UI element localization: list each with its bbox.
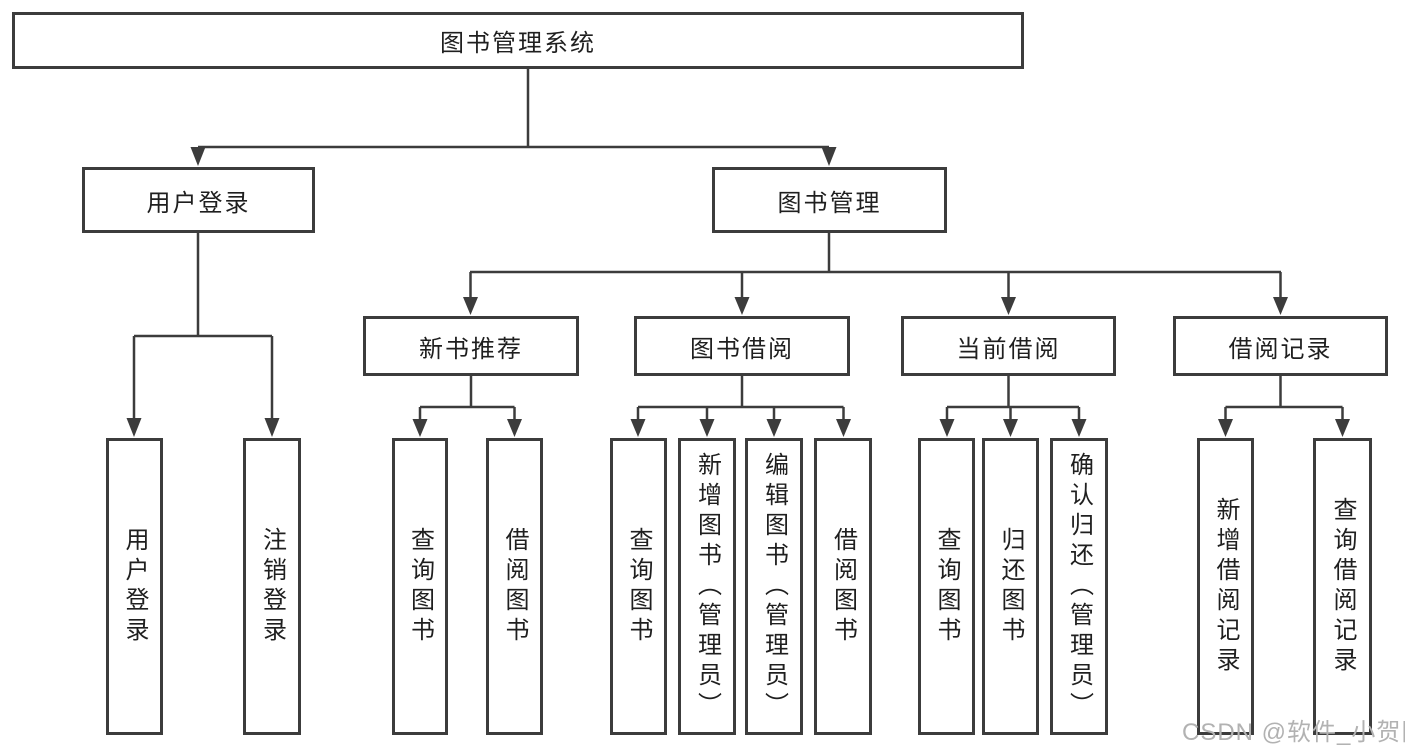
leaf-logout-label: 注销登录 xyxy=(258,526,286,647)
leaf-confirm-return-admin: 确认归还（管理员） xyxy=(1050,438,1108,735)
node-borrow-records-label: 借阅记录 xyxy=(1228,335,1333,363)
connector-book-borrow xyxy=(636,376,845,419)
leaf-recommend-query-book: 查询图书 xyxy=(392,438,448,735)
leaf-current-query-book: 查询图书 xyxy=(918,438,975,735)
csdn-watermark: CSDN @软件_小贺同学 xyxy=(1182,719,1405,746)
leaf-borrow-book-label: 借阅图书 xyxy=(829,526,857,647)
connector-root xyxy=(198,69,829,149)
node-book-management-label: 图书管理 xyxy=(777,189,882,217)
node-book-borrow-label: 图书借阅 xyxy=(690,335,794,363)
arrowheads-user-login xyxy=(126,418,280,437)
connector-user-login xyxy=(132,233,274,418)
node-book-management: 图书管理 xyxy=(712,167,947,233)
leaf-return-book-label: 归还图书 xyxy=(997,526,1024,647)
arrowheads-borrow-records xyxy=(1218,419,1350,437)
leaf-query-borrow-record-label: 查询借阅记录 xyxy=(1329,496,1356,677)
leaf-recommend-query-book-label: 查询图书 xyxy=(406,526,434,647)
leaf-user-login-label: 用户登录 xyxy=(121,526,148,647)
leaf-borrow-query-book: 查询图书 xyxy=(610,438,667,735)
connector-borrow-records xyxy=(1224,376,1344,419)
leaf-add-book-admin: 新增图书（管理员） xyxy=(678,438,736,735)
arrowheads-new-book-recommend xyxy=(412,419,522,437)
arrowheads-book-borrow xyxy=(630,419,851,437)
node-current-borrow: 当前借阅 xyxy=(901,316,1116,376)
node-book-borrow: 图书借阅 xyxy=(634,316,850,376)
node-user-login: 用户登录 xyxy=(82,167,315,233)
node-user-login-label: 用户登录 xyxy=(146,189,251,217)
leaf-add-borrow-record-label: 新增借阅记录 xyxy=(1212,496,1239,677)
leaf-edit-book-admin: 编辑图书（管理员） xyxy=(745,438,803,735)
leaf-recommend-borrow-book-label: 借阅图书 xyxy=(501,526,528,647)
arrowheads-current-borrow xyxy=(939,419,1087,437)
leaf-edit-book-admin-label: 编辑图书（管理员） xyxy=(760,451,788,722)
arrowheads-book-management xyxy=(463,297,1288,315)
node-current-borrow-label: 当前借阅 xyxy=(956,335,1061,363)
node-root-label: 图书管理系统 xyxy=(440,30,596,57)
connector-current-borrow xyxy=(945,376,1081,419)
node-borrow-records: 借阅记录 xyxy=(1173,316,1388,376)
arrowheads-root xyxy=(190,147,837,166)
leaf-borrow-query-book-label: 查询图书 xyxy=(625,526,652,647)
node-root: 图书管理系统 xyxy=(12,12,1024,69)
leaf-query-borrow-record: 查询借阅记录 xyxy=(1313,438,1372,735)
leaf-borrow-book: 借阅图书 xyxy=(814,438,872,735)
leaf-logout: 注销登录 xyxy=(243,438,301,735)
leaf-recommend-borrow-book: 借阅图书 xyxy=(486,438,543,735)
connector-new-book-recommend xyxy=(418,376,516,419)
leaf-user-login: 用户登录 xyxy=(106,438,163,735)
leaf-current-query-book-label: 查询图书 xyxy=(933,526,960,647)
node-new-book-recommend: 新书推荐 xyxy=(363,316,579,376)
leaf-add-borrow-record: 新增借阅记录 xyxy=(1197,438,1254,735)
connector-book-management xyxy=(469,233,1282,297)
node-new-book-recommend-label: 新书推荐 xyxy=(419,335,523,363)
leaf-add-book-admin-label: 新增图书（管理员） xyxy=(693,451,721,722)
leaf-return-book: 归还图书 xyxy=(982,438,1039,735)
leaf-confirm-return-admin-label: 确认归还（管理员） xyxy=(1065,451,1093,722)
